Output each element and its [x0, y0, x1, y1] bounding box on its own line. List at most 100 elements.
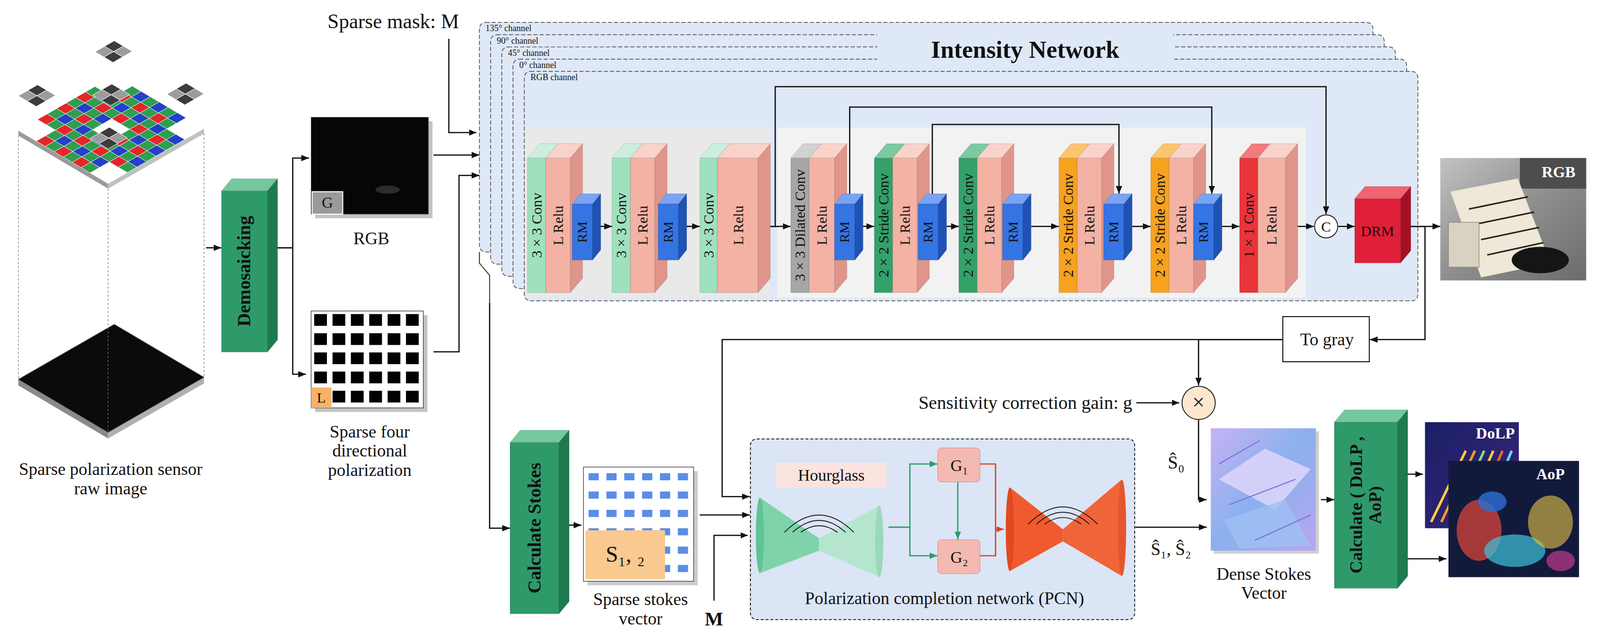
relu-side: [1285, 143, 1298, 293]
encoder-panel: [525, 127, 771, 299]
node-text: G₁: [950, 456, 969, 475]
connector-arrow: [888, 527, 938, 557]
guide-line: [17, 135, 19, 380]
connector-arrow: [1031, 225, 1059, 228]
node-text: 2 × 2 Stride Conv: [875, 173, 892, 278]
filter-cell: [185, 123, 205, 135]
stokes-cell: [606, 491, 617, 499]
connector-arrow: [1198, 339, 1283, 386]
cube-front: [834, 204, 855, 261]
cube-side: [1397, 409, 1408, 589]
conv-front: [790, 157, 810, 293]
inset-box: [311, 387, 332, 409]
mask-cell: [406, 352, 419, 365]
shape-group: [1103, 193, 1133, 261]
node-text: C: [1321, 218, 1331, 235]
image-detail: [1448, 222, 1480, 268]
node-text: RGB: [353, 229, 390, 249]
connector-arrow: [1297, 225, 1314, 228]
node-text: Sparse four directional polarization: [306, 422, 434, 481]
image-detail: [1519, 158, 1587, 189]
connector-arrow: [957, 482, 959, 540]
label-text: Ŝ₁, Ŝ₂: [1150, 540, 1192, 560]
channel-bracket: [479, 252, 490, 304]
stokes-cell: [642, 473, 653, 481]
node-text: Sparse stokes vector: [581, 590, 700, 629]
node-text: 1 × 1 Conv: [1240, 192, 1257, 258]
connector-arrow: [1320, 499, 1334, 501]
sensor-plane: [18, 324, 205, 433]
shape-group: [658, 193, 687, 261]
node-text: Calculate Stokes: [524, 462, 545, 594]
node-text: ×: [1192, 391, 1205, 415]
node-text: L Relu: [729, 205, 746, 245]
text-box: L Relu: [1169, 157, 1194, 293]
stokes-cell: [660, 510, 671, 518]
text-box: DRM: [1354, 198, 1401, 263]
mask-cell: [406, 391, 419, 403]
hourglass-red: [1005, 487, 1015, 572]
text-box: L Relu: [716, 158, 758, 293]
mask-cell: [350, 371, 364, 384]
text-box: Calculate Stokes: [510, 442, 560, 614]
node-text: G₂: [950, 548, 969, 567]
connector-arrow: [1198, 420, 1208, 500]
shape-group: [510, 430, 570, 614]
node-text: RM: [920, 221, 937, 243]
text-box: L Relu: [1257, 157, 1286, 293]
relu-front: [977, 157, 1002, 293]
multiply-circle: ×: [1181, 385, 1216, 421]
text-box: To gray: [1283, 317, 1372, 364]
stokes-cell: [588, 473, 599, 481]
pcn-panel-fill: [749, 438, 1136, 621]
relu-front: [630, 157, 655, 293]
node-text: DRM: [1361, 222, 1395, 239]
relu-side: [757, 143, 770, 293]
text-box: Dense Stokes Vector: [1206, 555, 1321, 613]
node-text: Dense Stokes Vector: [1206, 564, 1321, 604]
inset-box: [585, 530, 665, 580]
hourglass-decoder: [875, 506, 884, 578]
mask-cell: [387, 352, 401, 365]
relu-front: [1257, 157, 1286, 293]
text-box: L Relu: [1077, 157, 1102, 293]
label-text: Sparse mask: M: [327, 10, 460, 33]
hourglass-encoder: [755, 497, 765, 574]
polarizer-cell: [36, 90, 56, 102]
stokes-cell: [677, 473, 688, 481]
text-box: 2 × 2 Stride Conv: [1058, 157, 1078, 293]
node-text: 2 × 2 Stride Conv: [959, 173, 976, 278]
relu-front: [545, 157, 570, 293]
label-box: 135° channel: [485, 23, 598, 35]
mask-cell: [369, 391, 382, 403]
text-box: L Relu: [892, 157, 917, 293]
channel-layer: [524, 71, 1418, 302]
generator-wire: [979, 463, 1004, 529]
stokes-cell: [677, 510, 688, 518]
layer-block: 1 × 1 ConvL Relu: [1239, 143, 1298, 293]
text-box: L Relu: [808, 158, 835, 293]
image-detail: [1546, 550, 1576, 572]
label-box: Sparse mask: M: [295, 6, 460, 37]
mask-arrow: [714, 535, 748, 601]
text-box: RM: [658, 204, 679, 261]
node-text: Polarization completion network (PCN): [804, 589, 1085, 609]
polarizer-cell: [111, 89, 130, 101]
cube-front: [572, 204, 593, 261]
image-panel: DoLP: [1423, 420, 1521, 531]
text-box: Polarization completion network (PCN): [761, 582, 1129, 615]
node-text: 2 × 2 Stride Conv: [1059, 173, 1076, 278]
stokes-cell: [660, 473, 671, 481]
skip-arc: [800, 526, 838, 533]
rm-module: RM: [1002, 193, 1032, 261]
connector-arrow: [433, 154, 480, 156]
mask-cell: [332, 333, 346, 345]
node-text: 3 × 3 Conv: [528, 192, 545, 258]
stokes-cell: [624, 473, 635, 481]
label-box: 0° channel: [519, 60, 632, 71]
mask-cell: [387, 333, 401, 345]
connector-arrow: [277, 158, 309, 249]
image-detail: [1219, 440, 1311, 541]
